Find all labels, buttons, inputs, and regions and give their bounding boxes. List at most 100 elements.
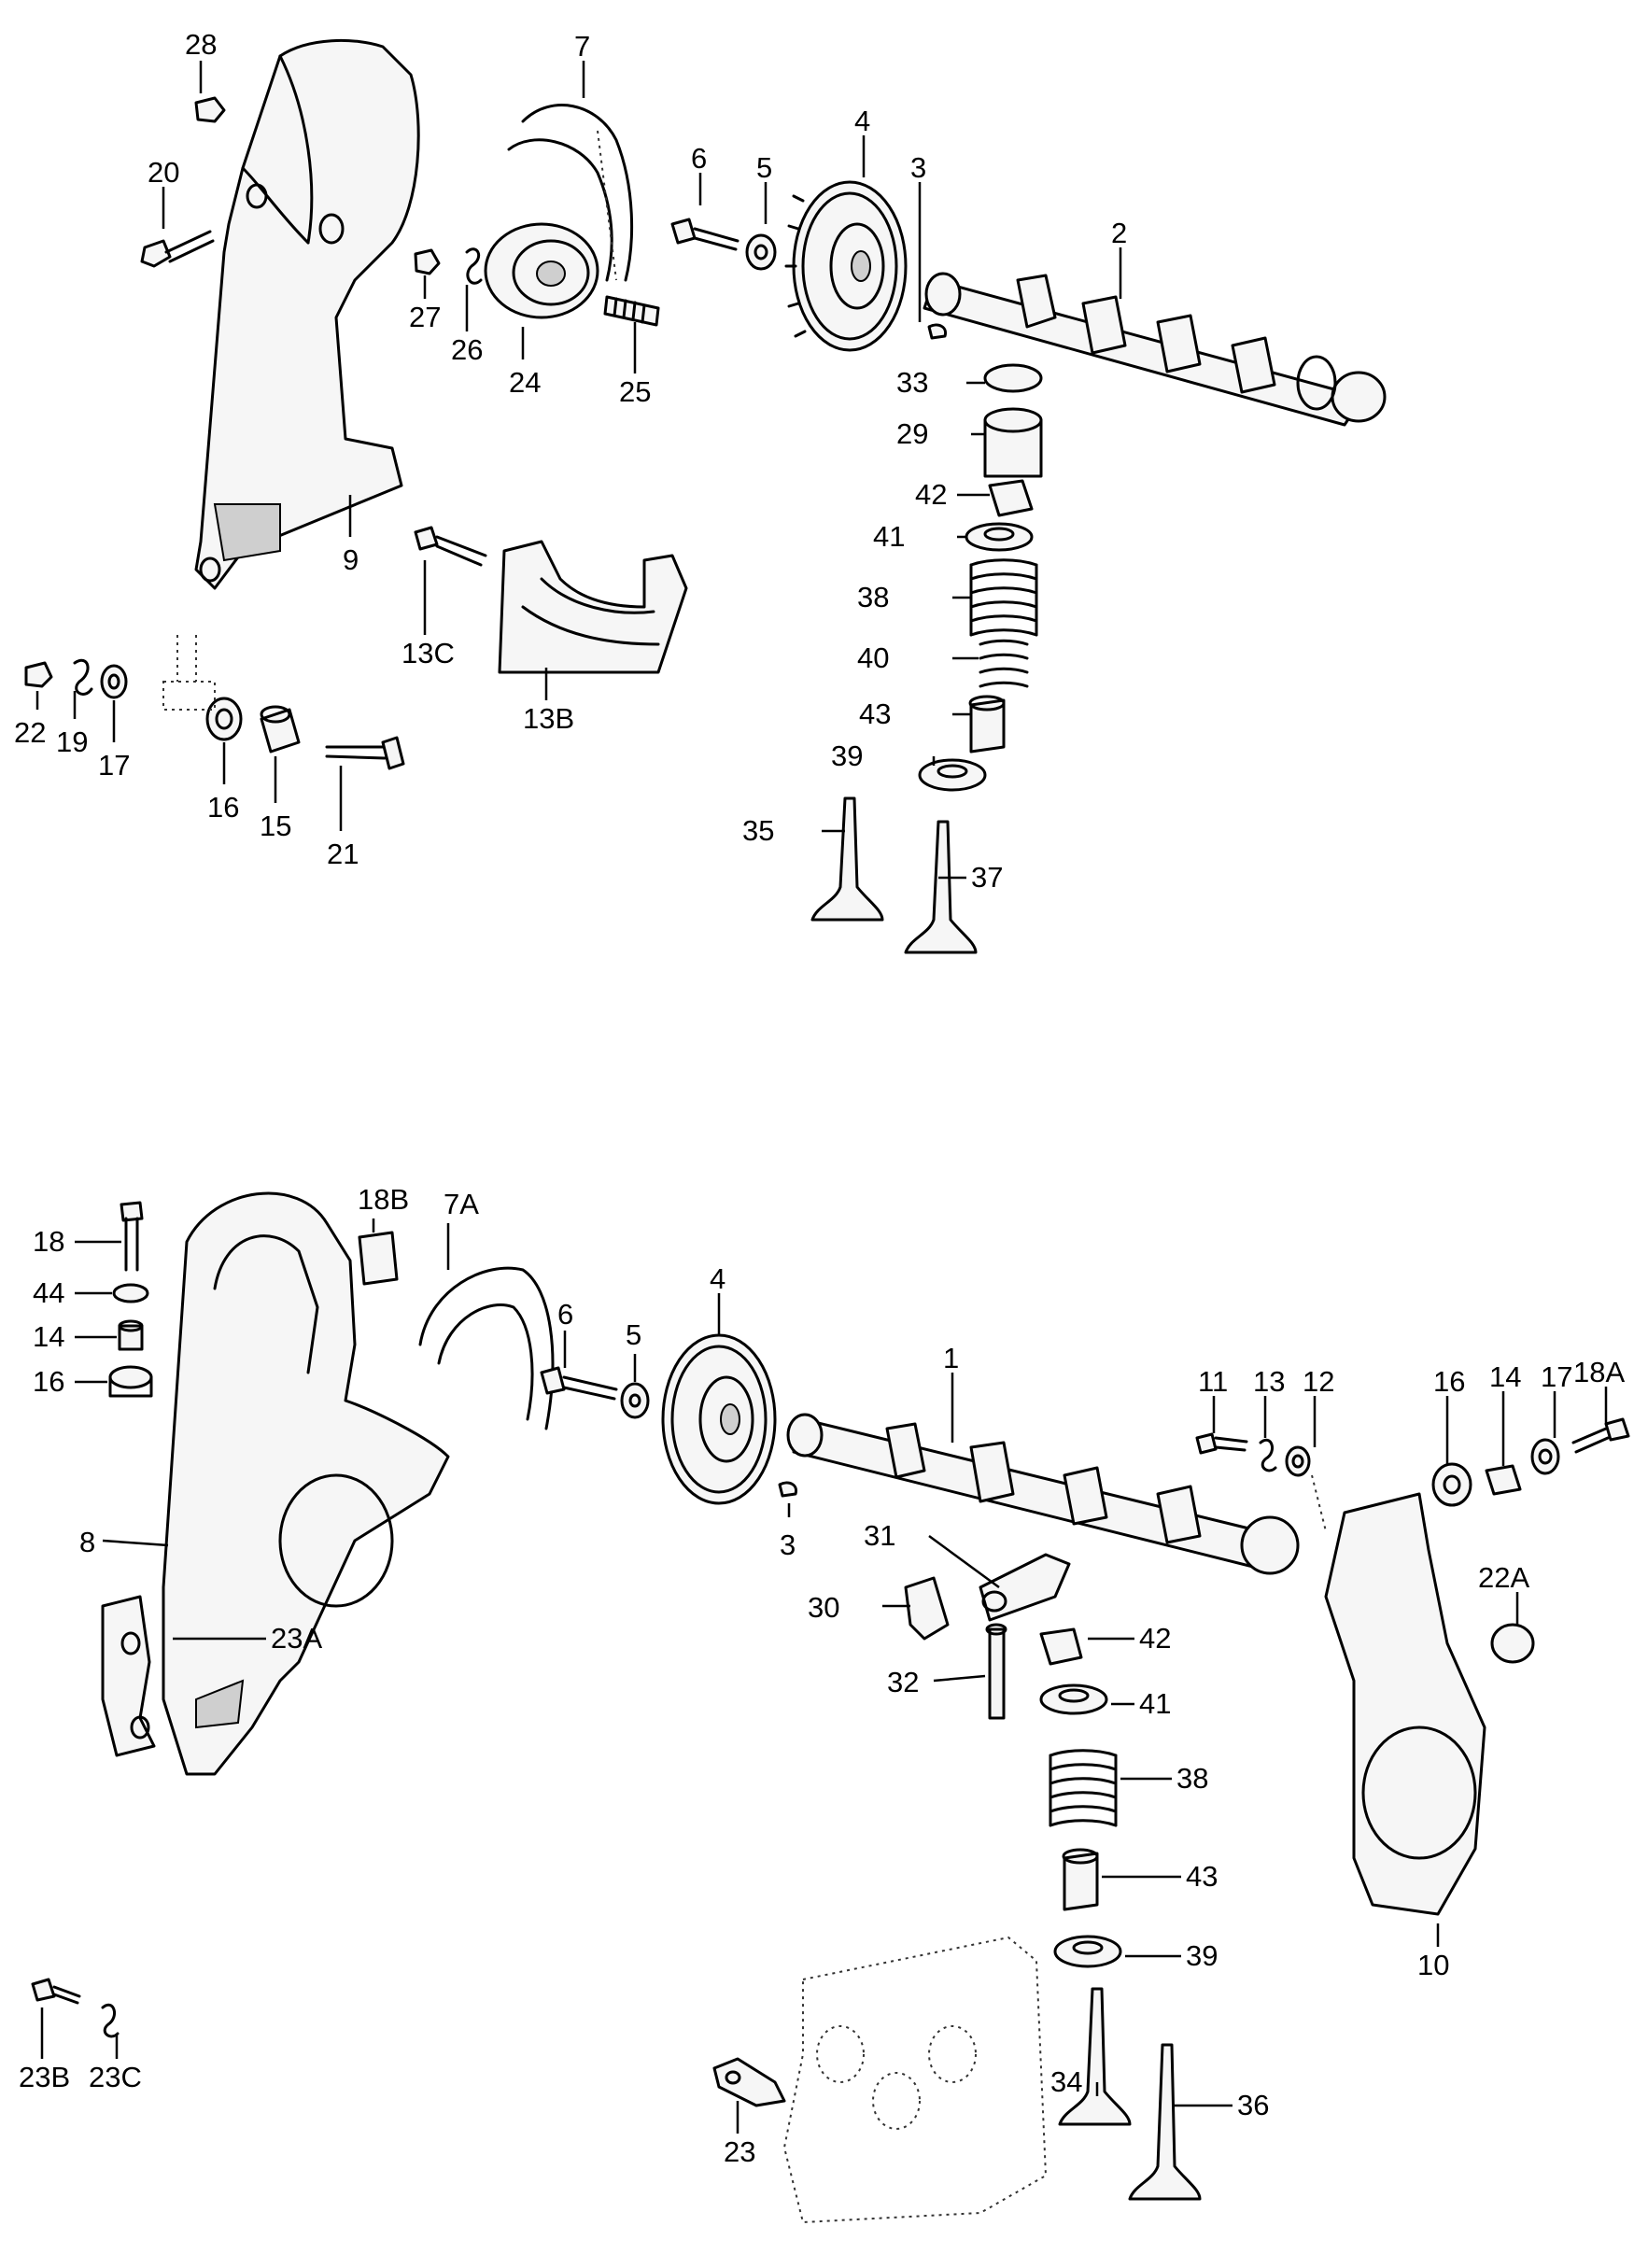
tensioner-pulley-24 — [484, 222, 599, 319]
lock-washer-23c — [101, 2003, 120, 2038]
lock-washer-19 — [73, 659, 93, 696]
lock-washer-13 — [1259, 1438, 1277, 1472]
callout-15: 15 — [260, 810, 291, 842]
callout-35: 35 — [742, 814, 774, 847]
callout-16: 16 — [207, 791, 239, 824]
rear-timing-cover-10 — [1311, 1474, 1486, 1916]
dotted-mounting-bracket — [162, 635, 216, 711]
washer-5-lower — [620, 1382, 650, 1419]
callout-41: 41 — [873, 520, 905, 553]
camshaft-1 — [786, 1413, 1300, 1575]
callout-38: 38 — [857, 581, 889, 613]
callout-17-right: 17 — [1541, 1360, 1572, 1393]
inlet-valve-35 — [810, 796, 884, 922]
callout-21: 21 — [327, 838, 359, 870]
washer-17-right — [1530, 1438, 1560, 1475]
callout-13b: 13B — [523, 702, 574, 735]
clip-30 — [904, 1576, 950, 1641]
cylinder-head-outline — [782, 1936, 1048, 2224]
bolt-13c — [414, 526, 487, 567]
valve-cotters-42-lower — [1039, 1627, 1083, 1666]
callout-18a: 18A — [1573, 1356, 1625, 1388]
spring-retainer-41 — [965, 522, 1034, 552]
callout-43-lower: 43 — [1186, 1860, 1218, 1893]
spring-retainer-41-lower — [1039, 1683, 1108, 1715]
callout-19: 19 — [56, 725, 88, 758]
callout-7a: 7A — [444, 1188, 479, 1220]
bucket-tappet-29 — [983, 407, 1043, 478]
valve-stem-seal-39-lower — [1053, 1935, 1122, 1968]
bushing-15 — [260, 705, 301, 754]
bolt-18a — [1571, 1417, 1630, 1454]
exhaust-valve-37 — [904, 820, 978, 954]
callout-24: 24 — [509, 366, 541, 399]
washer-44 — [112, 1283, 149, 1303]
timing-belt-7a — [418, 1266, 555, 1430]
rocker-arm-31 — [979, 1553, 1071, 1622]
grommet-16-right — [1431, 1462, 1472, 1507]
callout-23b: 23B — [19, 2061, 70, 2093]
timing-belt-cover-front-8 — [162, 1191, 450, 1776]
bolt-20 — [140, 230, 215, 268]
inlet-valve-34 — [1058, 1987, 1132, 2126]
callout-42-lower: 42 — [1139, 1622, 1171, 1655]
bolt-18 — [120, 1201, 144, 1272]
nut-27 — [414, 248, 441, 275]
callout-8: 8 — [79, 1526, 95, 1558]
callout-4-lower: 4 — [710, 1262, 725, 1295]
callout-29: 29 — [896, 417, 928, 450]
callout-41-lower: 41 — [1139, 1687, 1171, 1720]
callout-2: 2 — [1111, 217, 1127, 249]
cap-33 — [983, 363, 1043, 393]
callout-23: 23 — [724, 2135, 755, 2168]
callout-13c: 13C — [401, 637, 455, 669]
callout-1: 1 — [943, 1342, 959, 1374]
valve-spring-38-lower — [1049, 1749, 1118, 1827]
stud-25 — [603, 295, 660, 327]
valve-cotters-42 — [988, 479, 1034, 517]
callout-17: 17 — [98, 749, 130, 782]
camshaft-sprocket-4-lower — [661, 1333, 777, 1505]
callout-9: 9 — [343, 543, 359, 576]
callout-13: 13 — [1253, 1365, 1285, 1398]
bolt-11 — [1195, 1432, 1248, 1455]
leader-lines — [35, 61, 1608, 2134]
callout-40: 40 — [857, 641, 889, 674]
callout-7: 7 — [574, 30, 590, 63]
callout-26: 26 — [451, 333, 483, 366]
clip-23 — [712, 2057, 786, 2107]
washer-5 — [745, 233, 777, 271]
callout-5: 5 — [756, 151, 772, 184]
callout-16-right: 16 — [1433, 1365, 1465, 1398]
callout-43: 43 — [859, 697, 891, 730]
bolt-23b — [31, 1978, 81, 2005]
bolt-6-lower — [540, 1366, 618, 1401]
exhaust-valve-36 — [1128, 2043, 1202, 2201]
callout-12: 12 — [1303, 1365, 1334, 1398]
nut-28 — [194, 96, 226, 123]
washer-12 — [1285, 1445, 1311, 1477]
callout-27: 27 — [409, 301, 441, 333]
camshaft-2 — [923, 272, 1387, 427]
callout-44: 44 — [33, 1276, 64, 1309]
callout-42: 42 — [915, 478, 947, 511]
callout-39-lower: 39 — [1186, 1939, 1218, 1972]
callout-33: 33 — [896, 366, 928, 399]
callout-labels-bottom: 18B 7A 18 44 14 16 4 6 5 1 11 13 12 16 1… — [19, 1183, 1625, 2168]
callout-32: 32 — [887, 1666, 919, 1698]
woodruff-key-3-lower — [778, 1481, 798, 1498]
woodruff-key-3 — [927, 323, 948, 340]
callout-18b: 18B — [358, 1183, 409, 1216]
callout-10: 10 — [1417, 1949, 1449, 1981]
callout-31: 31 — [864, 1519, 895, 1552]
callout-22a: 22A — [1478, 1561, 1529, 1594]
callout-5-lower: 5 — [626, 1318, 641, 1351]
washer-16 — [205, 697, 243, 741]
timing-belt-cover-rear — [194, 39, 420, 590]
bushing-14 — [118, 1319, 144, 1351]
callout-30: 30 — [808, 1591, 839, 1624]
callout-36: 36 — [1237, 2089, 1269, 2121]
callout-38-lower: 38 — [1176, 1762, 1208, 1795]
callout-18: 18 — [33, 1225, 64, 1258]
callout-23c: 23C — [89, 2061, 142, 2093]
